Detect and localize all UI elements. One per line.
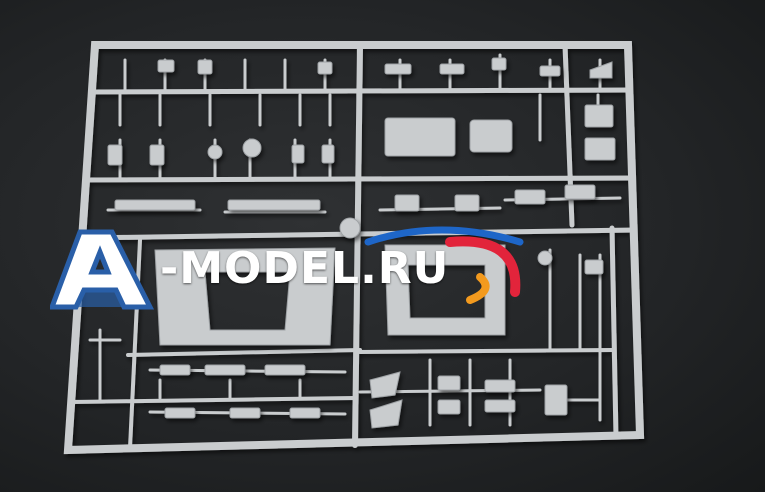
panel-part — [469, 119, 513, 153]
logo-arc-blue — [364, 226, 524, 246]
logo-arc-orange — [466, 273, 490, 304]
sprue-outer-frame — [63, 41, 645, 455]
watermark-text: -MODEL.RU — [160, 243, 450, 294]
logo-arc-red — [445, 236, 521, 297]
panel-part — [384, 117, 456, 157]
watermark-logo — [50, 226, 524, 310]
